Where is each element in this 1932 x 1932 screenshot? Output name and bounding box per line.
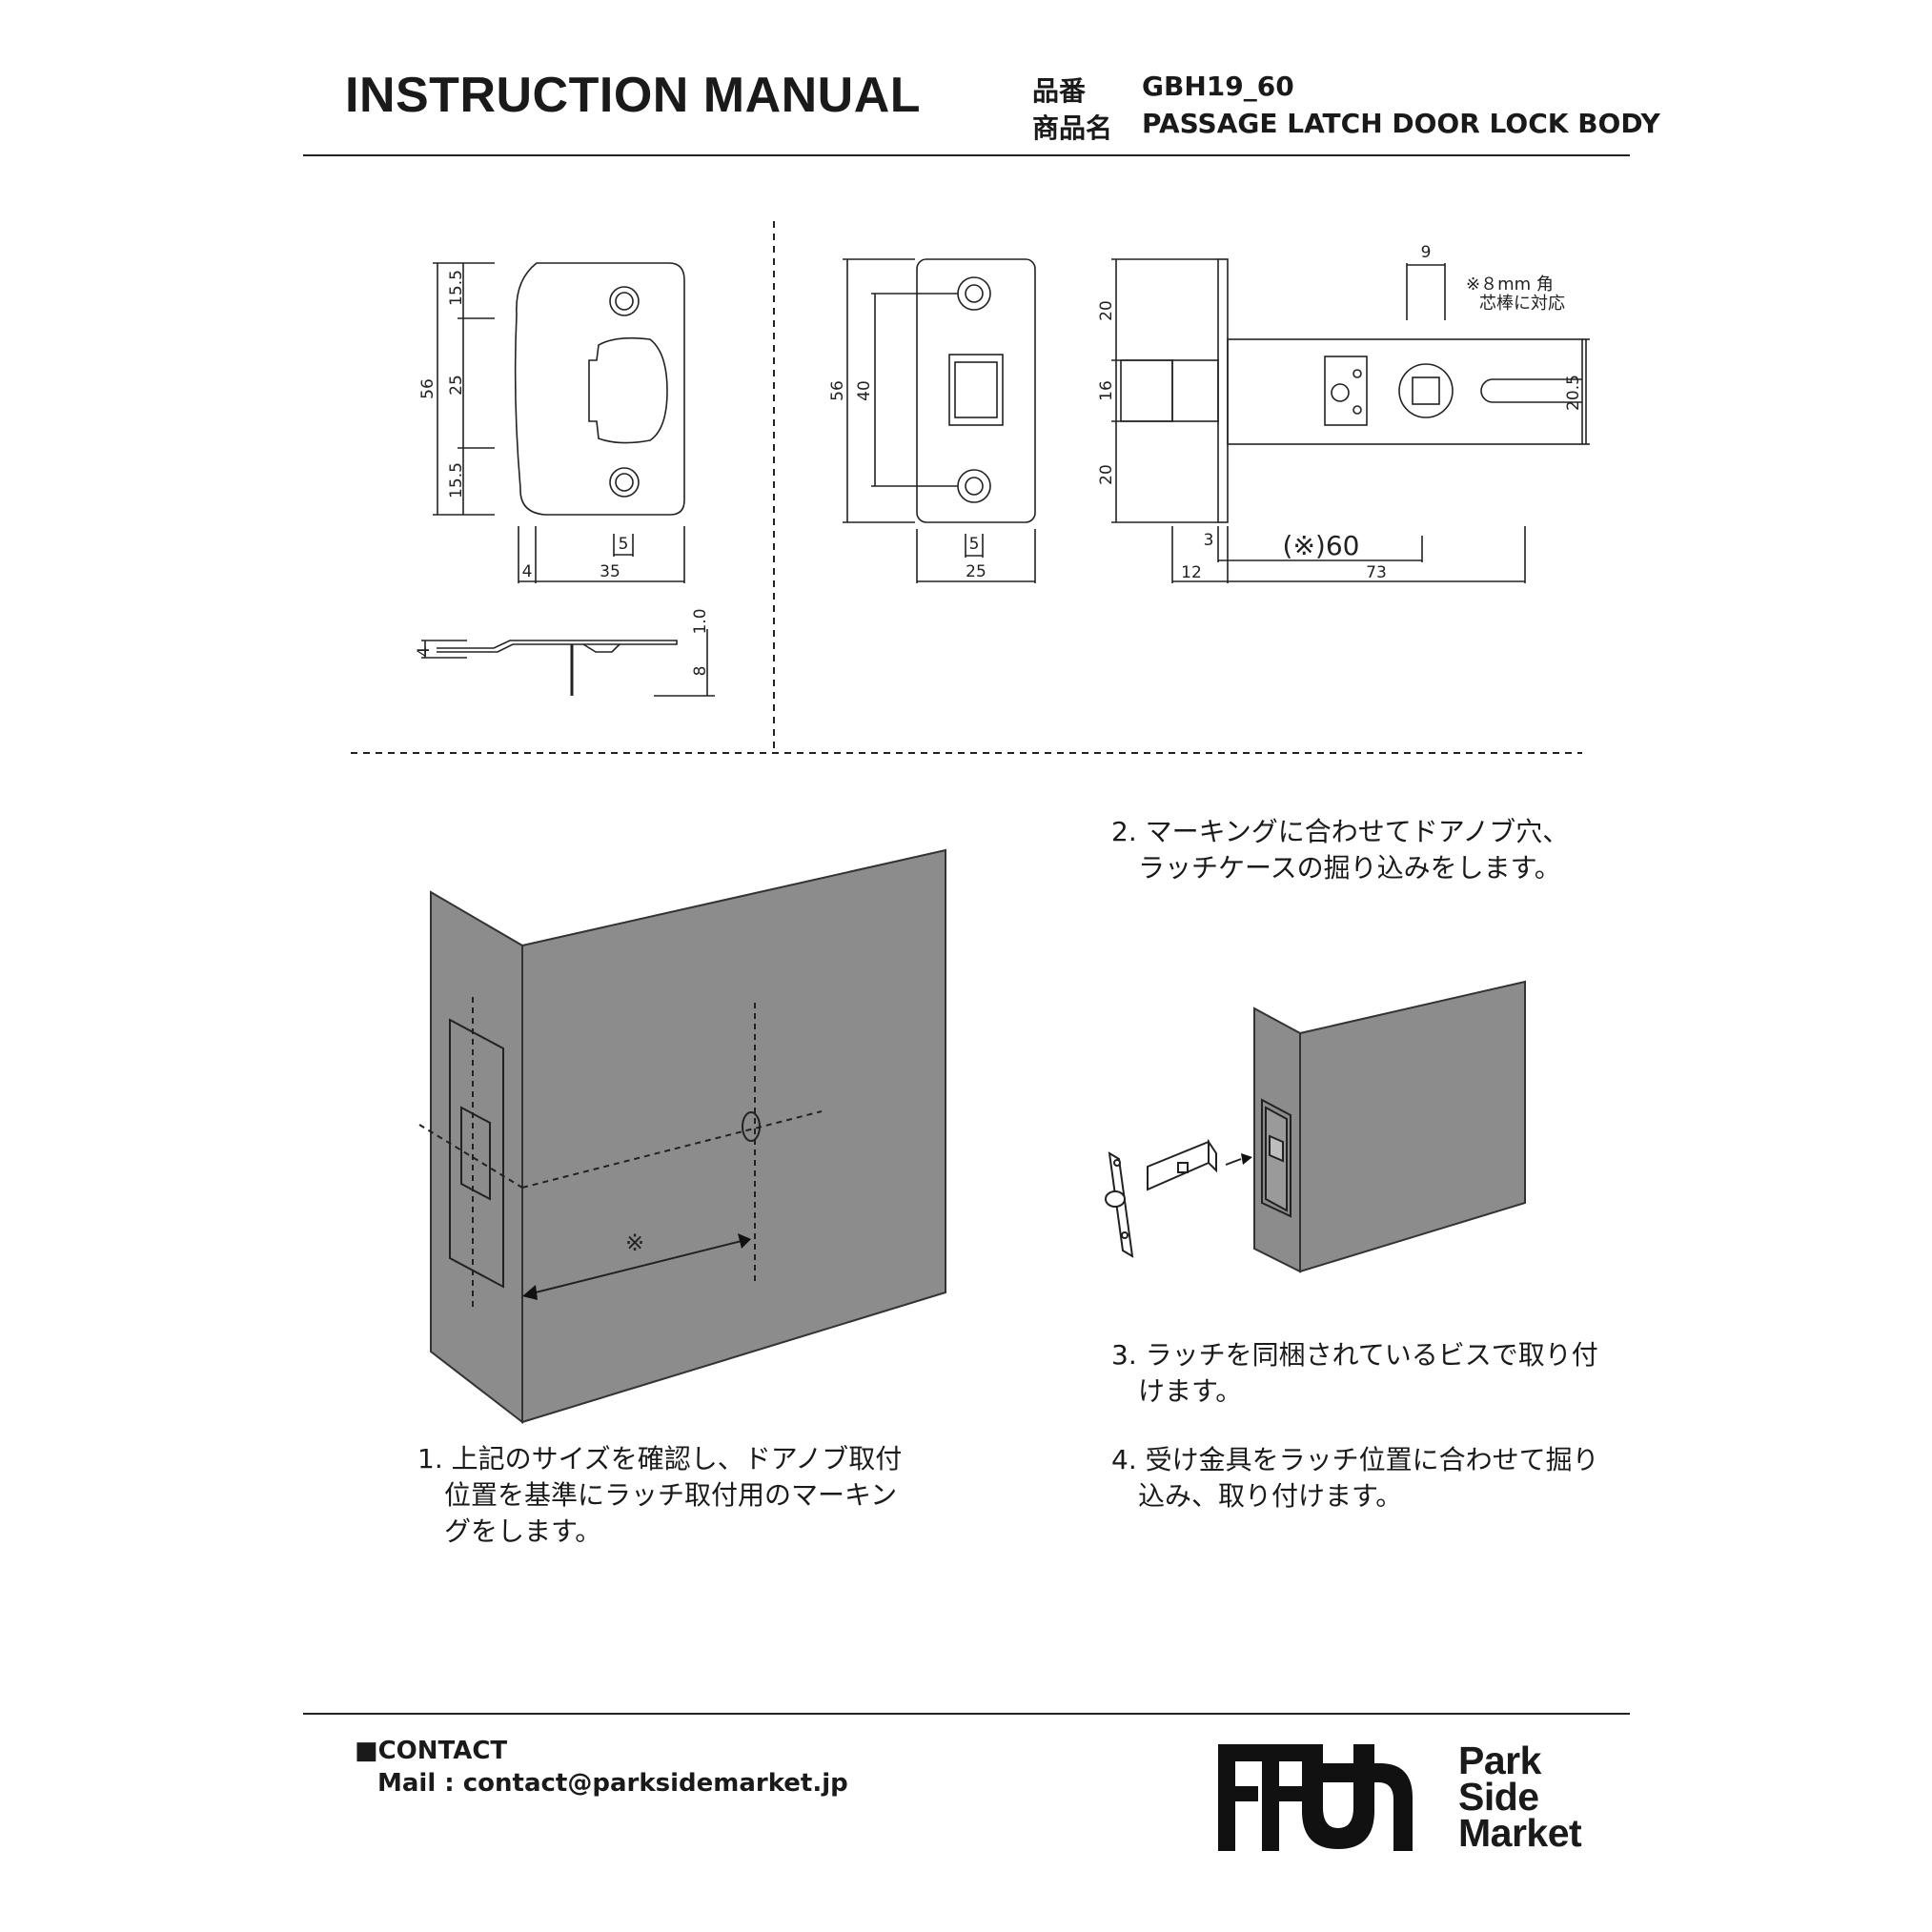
dim-side-plate: 1.0 <box>691 608 710 634</box>
dim-strike-height: 56 <box>418 378 437 399</box>
product-name-label: 商品名 <box>1032 112 1113 144</box>
dim-latch-case-height: 20.5 <box>1564 375 1583 411</box>
dim-latch-bolt-length: 12 <box>1181 563 1202 582</box>
dim-strike-offset: 4 <box>522 562 533 581</box>
brand-logo-icon <box>1218 1744 1413 1851</box>
spindle-note-line1: ※８mm 角 <box>1466 275 1554 295</box>
dim-latch-lower: 20 <box>1097 464 1116 485</box>
backset-mark: ※ <box>625 1230 644 1256</box>
technical-drawings: 15.5 25 15.5 56 5 4 35 4 1.0 8 56 40 5 2… <box>351 221 1590 754</box>
dim-latch-case-length: 73 <box>1366 563 1387 582</box>
door-marking-illustration: ※ <box>418 848 946 1425</box>
contact-title: ■CONTACT <box>355 1737 508 1765</box>
page-title: INSTRUCTION MANUAL <box>345 68 922 123</box>
footer-divider <box>303 1713 1630 1715</box>
dim-side-depth: 8 <box>691 666 710 677</box>
dim-faceplate-gap: 5 <box>969 535 980 554</box>
dim-strike-mid: 25 <box>447 375 466 396</box>
dim-strike-bottom: 15.5 <box>447 462 466 498</box>
contact-mail-link[interactable]: Mail : contact@parksidemarket.jp <box>377 1769 848 1798</box>
step-2: 2. マーキングに合わせてドアノブ穴、 ラッチケースの掘り込みをします。 <box>1111 816 1570 884</box>
dim-strike-width: 35 <box>600 562 620 581</box>
dim-faceplate-holes: 40 <box>855 380 874 401</box>
step-3: 3. ラッチを同梱されているビスで取り付 けます。 <box>1111 1339 1598 1407</box>
latch-install-illustration <box>1105 980 1526 1273</box>
header-divider <box>303 154 1630 156</box>
latch-icon <box>1105 1138 1217 1258</box>
dim-strike-top: 15.5 <box>447 270 466 306</box>
dim-latch-upper: 20 <box>1097 300 1116 321</box>
step-1: 1. 上記のサイズを確認し、ドアノブ取付 位置を基準にラッチ取付用のマーキン グ… <box>417 1443 903 1547</box>
dim-strike-gap: 5 <box>619 535 629 554</box>
brand-name: Park Side Market <box>1458 1739 1582 1855</box>
dim-faceplate-width: 25 <box>966 562 986 581</box>
part-number-value: GBH19_60 <box>1142 71 1294 102</box>
dim-latch-spindle: 9 <box>1421 243 1432 262</box>
product-name-value: PASSAGE LATCH DOOR LOCK BODY <box>1142 108 1660 139</box>
dim-latch-bolt: 16 <box>1097 380 1116 401</box>
dim-side-thickness: 4 <box>415 647 434 658</box>
step-4: 4. 受け金具をラッチ位置に合わせて掘り 込み、取り付けます。 <box>1111 1444 1599 1512</box>
dim-faceplate-height: 56 <box>828 380 847 401</box>
strike-plate-outline <box>514 262 685 516</box>
part-number-label: 品番 <box>1032 75 1087 107</box>
strike-opening <box>588 336 668 444</box>
spindle-note-line2: 芯棒に対応 <box>1479 294 1565 314</box>
dim-latch-backset: (※)60 <box>1283 530 1360 561</box>
dim-latch-plate: 3 <box>1204 531 1214 550</box>
